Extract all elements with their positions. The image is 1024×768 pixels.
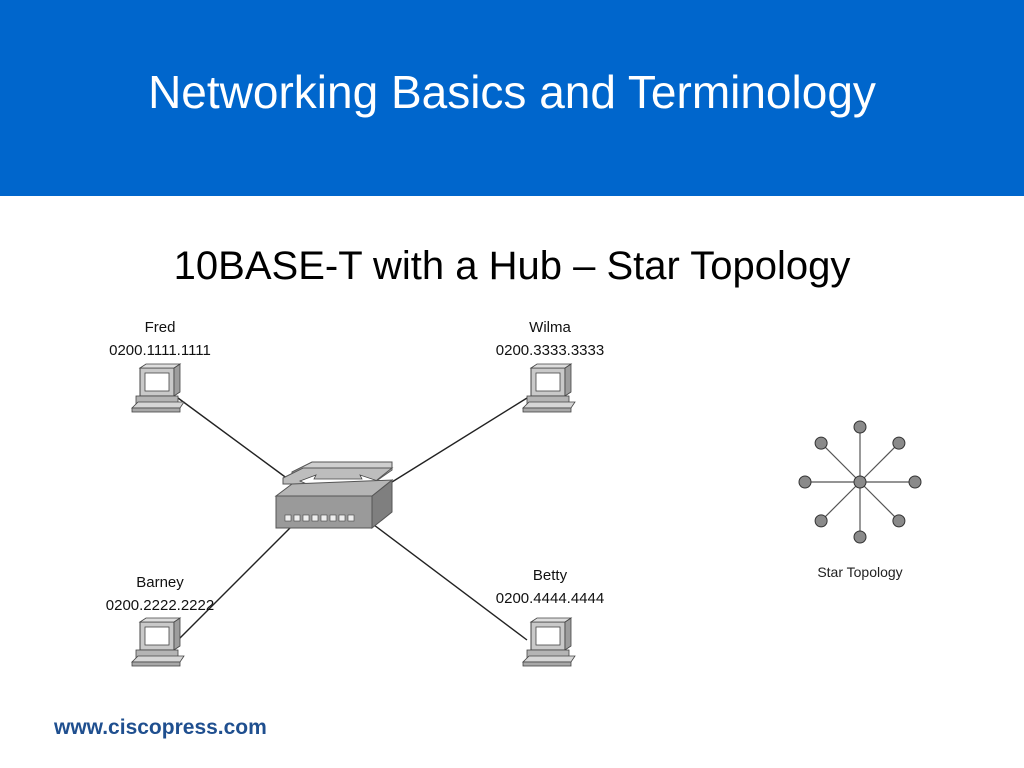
star-link (859, 481, 900, 522)
host-barney-address: 0200.2222.2222 (106, 597, 214, 614)
slide-title: Networking Basics and Terminology (148, 66, 876, 118)
computer-icon (522, 617, 576, 667)
star-outer-node (892, 514, 906, 528)
star-outer-node (892, 436, 906, 450)
slide-subtitle: 10BASE-T with a Hub – Star Topology (173, 244, 851, 288)
hub-icon (274, 461, 394, 530)
cable-wilma (391, 397, 528, 483)
star-outer-node (814, 436, 828, 450)
computer-icon (131, 617, 185, 667)
cable-betty (369, 521, 528, 641)
computer-icon (131, 363, 185, 413)
host-fred: Fred 0200.1111.1111 (109, 319, 211, 413)
computer-icon (522, 363, 576, 413)
host-wilma: Wilma 0200.3333.3333 (496, 319, 604, 413)
host-betty-name: Betty (533, 567, 568, 584)
host-wilma-name: Wilma (529, 319, 571, 336)
star-topology-label: Star Topology (817, 564, 902, 580)
cables (177, 397, 528, 641)
cable-barney (177, 521, 297, 641)
star-outer-node (798, 475, 812, 489)
star-link (859, 442, 900, 483)
cable-fred (177, 397, 293, 483)
host-fred-name: Fred (145, 319, 176, 336)
star-outer-node (814, 514, 828, 528)
host-fred-address: 0200.1111.1111 (109, 342, 211, 359)
host-betty-address: 0200.4444.4444 (496, 590, 604, 607)
star-center-node (853, 475, 867, 489)
host-betty: Betty 0200.4444.4444 (496, 567, 604, 667)
host-barney-name: Barney (136, 574, 184, 591)
star-link (820, 442, 861, 483)
host-barney: Barney 0200.2222.2222 (106, 574, 214, 667)
star-outer-node (908, 475, 922, 489)
star-topology-figure (798, 420, 922, 544)
header-band (0, 0, 1024, 196)
star-outer-node (853, 530, 867, 544)
star-outer-node (853, 420, 867, 434)
host-wilma-address: 0200.3333.3333 (496, 342, 604, 359)
star-link (820, 481, 861, 522)
footer-website[interactable]: www.ciscopress.com (54, 716, 267, 739)
